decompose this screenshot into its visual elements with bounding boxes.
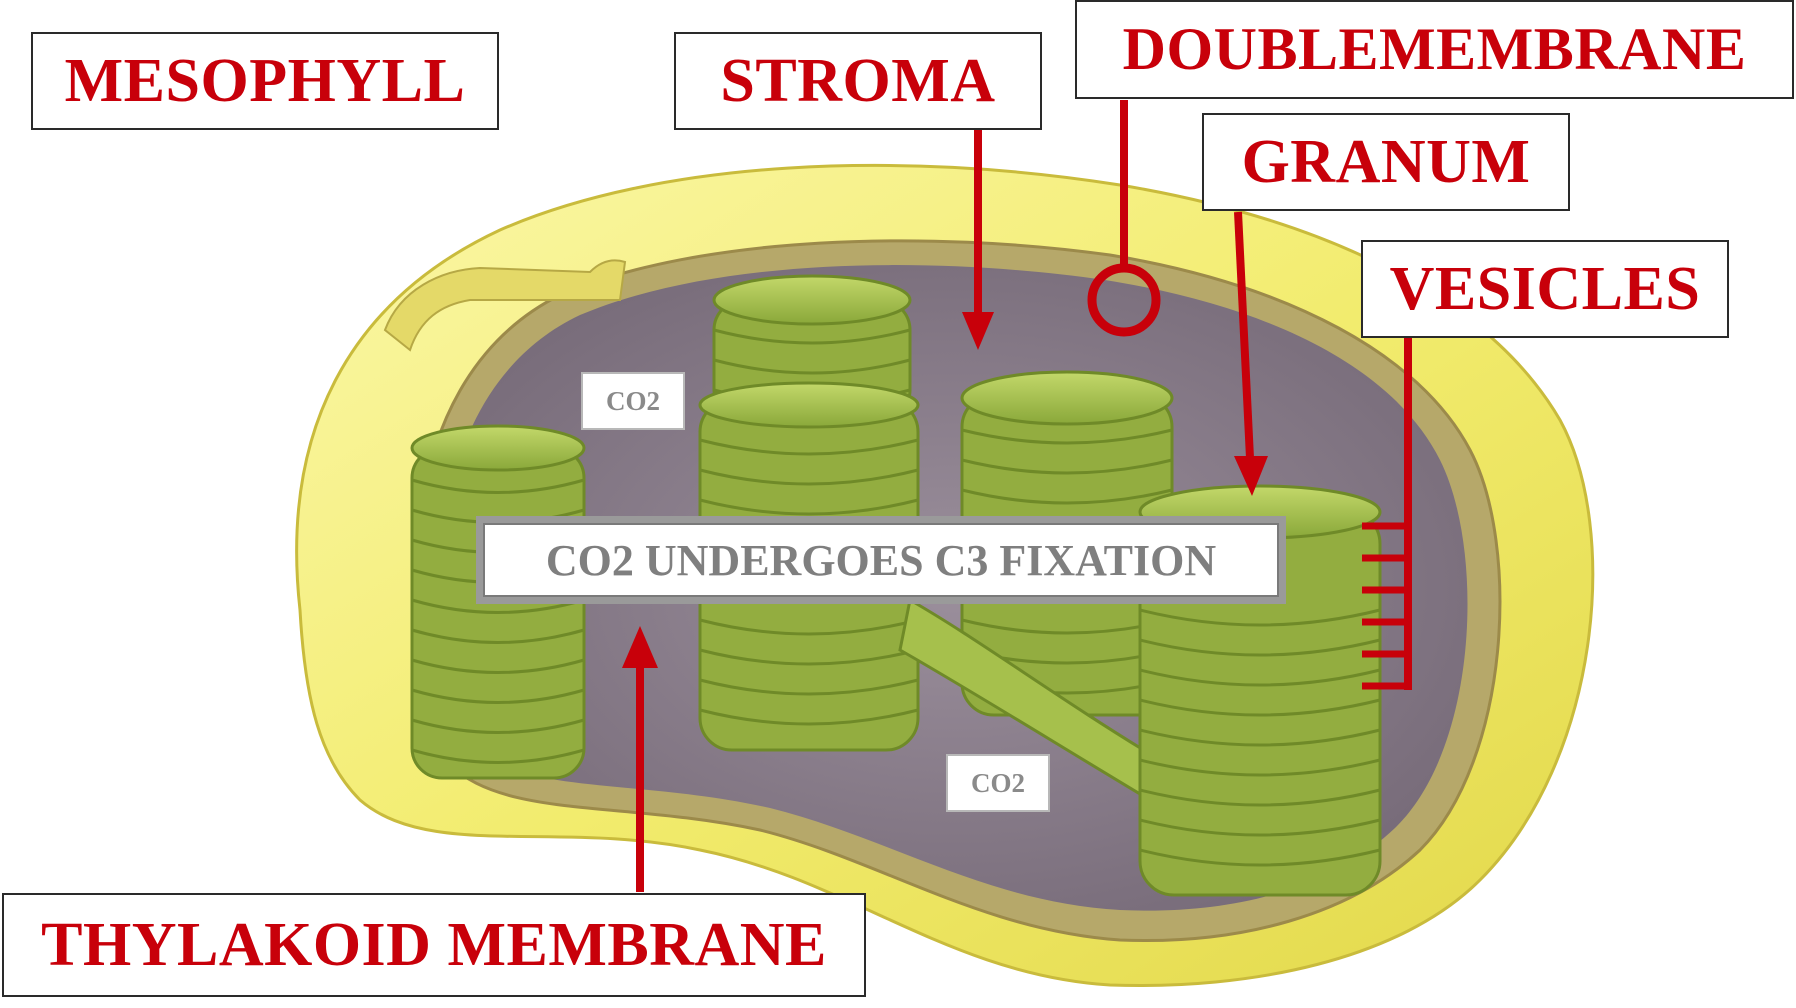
c3-fixation-text: CO2 UNDERGOES C3 FIXATION (546, 535, 1216, 586)
label-stroma-text: STROMA (720, 46, 995, 117)
co2-label-top: CO2 (581, 372, 685, 430)
label-vesicles-text: VESICLES (1390, 254, 1701, 325)
c3-fixation-callout-inner: CO2 UNDERGOES C3 FIXATION (483, 523, 1279, 597)
label-thylakoid-membrane-text: THYLAKOID MEMBRANE (41, 910, 827, 981)
label-mesophyll: MESOPHYLL (31, 32, 499, 130)
c3-fixation-callout: CO2 UNDERGOES C3 FIXATION (476, 516, 1286, 604)
label-mesophyll-text: MESOPHYLL (65, 46, 466, 117)
label-vesicles: VESICLES (1361, 240, 1729, 338)
label-double-membrane-text: DOUBLEMEMBRANE (1123, 15, 1747, 84)
label-granum: GRANUM (1202, 113, 1570, 211)
label-thylakoid-membrane: THYLAKOID MEMBRANE (2, 893, 866, 997)
label-granum-text: GRANUM (1242, 127, 1531, 198)
label-double-membrane: DOUBLEMEMBRANE (1075, 0, 1794, 99)
co2-label-top-text: CO2 (606, 386, 660, 417)
co2-label-bottom: CO2 (946, 754, 1050, 812)
co2-label-bottom-text: CO2 (971, 768, 1025, 799)
label-stroma: STROMA (674, 32, 1042, 130)
